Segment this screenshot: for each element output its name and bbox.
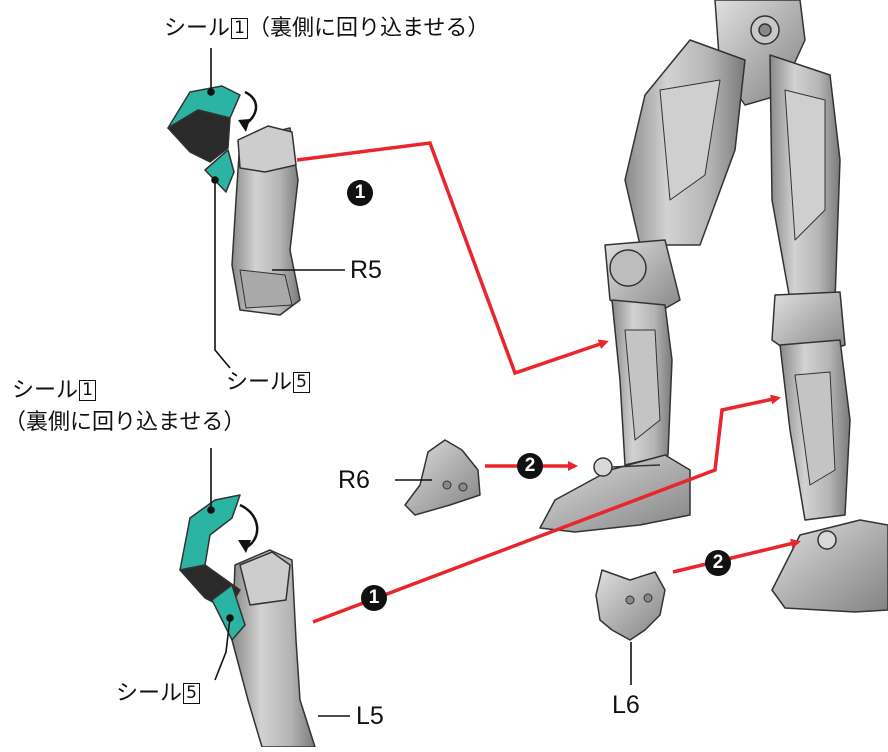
part-label-r6: R6	[338, 468, 370, 493]
arrow-step1-upper	[297, 143, 606, 373]
seal1-left-note: （裏側に回り込ませる）	[4, 412, 245, 434]
step-marker-1-upper: 1	[347, 180, 373, 206]
step-marker-2-lower: 2	[705, 550, 731, 576]
part-label-r5: R5	[350, 258, 382, 283]
part-l5-illustration	[180, 495, 315, 747]
part-r5-illustration	[168, 86, 300, 315]
part-label-l6: L6	[612, 693, 640, 718]
leader-seal5-upper	[215, 180, 230, 368]
part-label-l5: L5	[356, 704, 384, 729]
step-marker-1-lower: 1	[361, 585, 387, 611]
step-marker-2-upper: 2	[517, 453, 543, 479]
part-l6-illustration	[596, 570, 665, 640]
part-r6-illustration	[405, 440, 480, 515]
robot-legs-illustration	[540, 0, 888, 612]
arrow-step2-lower	[673, 542, 798, 572]
